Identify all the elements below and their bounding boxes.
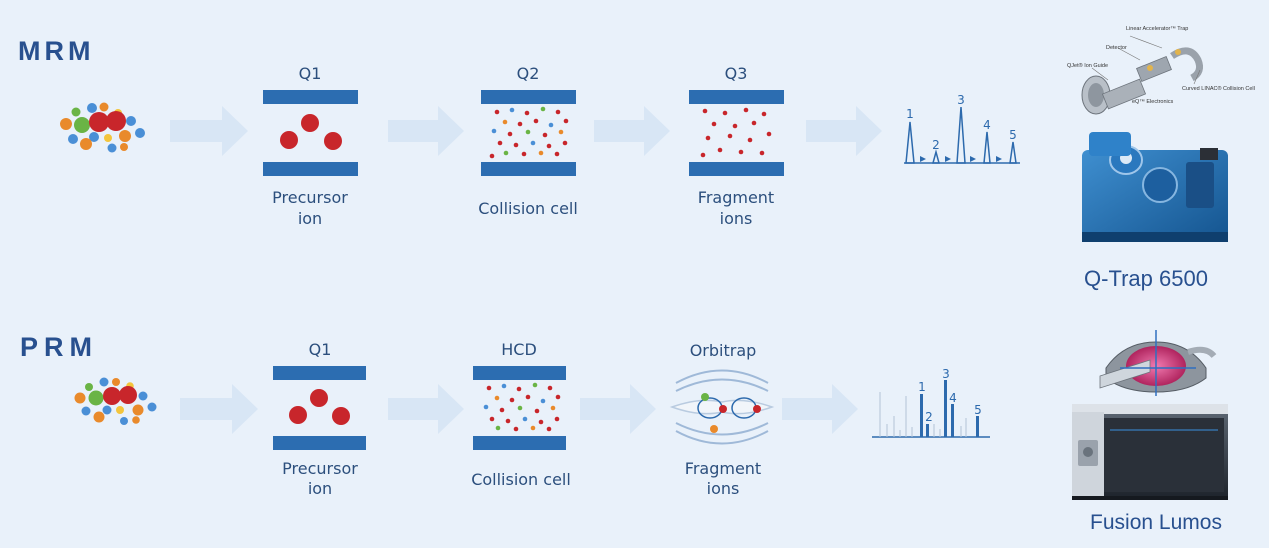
qtrap-label-detector: Detector [1106, 45, 1127, 51]
mrm-peak-label-1: 1 [906, 107, 914, 121]
mrm-peak-label-3: 3 [957, 93, 965, 107]
mrm-precursor-ions [280, 114, 342, 150]
prm-collision-ions [483, 382, 561, 432]
mrm-q1-top-bar [263, 90, 358, 104]
mrm-arrow-1 [170, 106, 248, 156]
mrm-arrow-3 [594, 106, 670, 156]
qtrap-instrument-image [1082, 132, 1228, 242]
mrm-peak-1 [905, 121, 915, 164]
prm-orbitrap-caption-line1: Fragment [685, 459, 761, 478]
mrm-peak-3 [956, 106, 966, 164]
prm-orbitrap-label: Orbitrap [690, 341, 757, 360]
qtrap-label-collision-cell: Curved LINAC® Collision Cell [1182, 85, 1255, 92]
prm-peak-3 [944, 380, 947, 437]
mrm-title: MRM [18, 36, 94, 66]
mrm-q3-top-bar [689, 90, 784, 104]
prm-hcd-top-bar [473, 366, 566, 380]
prm-hcd-bottom-bar [473, 436, 566, 450]
lumos-instrument-name: Fusion Lumos [1090, 511, 1222, 534]
lumos-instrument-image [1072, 404, 1228, 500]
mrm-peak-label-5: 5 [1009, 128, 1017, 142]
prm-precursor-ions [289, 389, 350, 425]
qtrap-label-electronics: eQ™ Electronics [1132, 99, 1174, 105]
prm-arrow-1 [180, 384, 258, 434]
qtrap-schematic: Linear Accelerator™ Trap Detector QJet® … [1067, 26, 1255, 115]
mrm-q3-caption-line1: Fragment [698, 188, 774, 207]
mrm-arrow-4 [806, 106, 882, 156]
mrm-q1-caption-line1: Precursor [272, 188, 348, 207]
qtrap-label-ion-guide: QJet® Ion Guide [1067, 62, 1108, 69]
mrm-collision-ions [489, 106, 569, 159]
mrm-peak-4 [983, 131, 991, 164]
mrm-arrow-2 [388, 106, 464, 156]
prm-orbitrap-caption-line2: ions [707, 479, 740, 498]
prm-ion-cloud [74, 377, 157, 425]
prm-q1-label: Q1 [309, 340, 332, 359]
prm-arrow-4 [782, 384, 858, 434]
prm-spectrum-minor-peaks [879, 392, 967, 437]
prm-hcd-label: HCD [501, 340, 537, 359]
mrm-ion-cloud [60, 102, 145, 153]
prm-spectrum: 1 2 3 4 5 [872, 367, 990, 438]
mrm-q2-caption: Collision cell [478, 199, 578, 218]
mrm-spectrum-marker [945, 156, 951, 162]
mrm-spectrum-marker [996, 156, 1002, 162]
prm-q1-caption-line2: ion [308, 479, 332, 498]
prm-peak-label-1: 1 [918, 380, 926, 394]
mrm-spectrum-marker [920, 156, 926, 162]
mrm-peak-5 [1009, 141, 1017, 164]
prm-peak-1 [920, 394, 923, 437]
prm-hcd-caption: Collision cell [471, 470, 571, 489]
prm-peak-label-4: 4 [949, 391, 957, 405]
prm-peak-5 [976, 416, 979, 437]
prm-peak-4 [951, 404, 954, 437]
mrm-peak-label-4: 4 [983, 118, 991, 132]
prm-peak-label-5: 5 [974, 403, 982, 417]
mrm-q1-bottom-bar [263, 162, 358, 176]
mrm-spectrum-marker [970, 156, 976, 162]
prm-peak-label-3: 3 [942, 367, 950, 381]
mrm-q2-top-bar [481, 90, 576, 104]
mrm-q3-label: Q3 [725, 64, 748, 83]
qtrap-label-trap: Linear Accelerator™ Trap [1126, 26, 1188, 32]
prm-title: PRM [20, 332, 98, 362]
mrm-q1-caption-line2: ion [298, 209, 322, 228]
mrm-q2-bottom-bar [481, 162, 576, 176]
lumos-trap-image [1099, 330, 1217, 396]
qtrap-instrument-name: Q-Trap 6500 [1084, 266, 1208, 291]
prm-q1-caption-line1: Precursor [282, 459, 358, 478]
mrm-q1-label: Q1 [299, 64, 322, 83]
prm-peak-2 [926, 424, 929, 437]
prm-arrow-3 [580, 384, 656, 434]
mrm-spectrum: 1 2 3 4 5 [904, 93, 1020, 164]
mrm-fragment-ions [700, 107, 772, 158]
mrm-q3-bottom-bar [689, 162, 784, 176]
prm-q1-top-bar [273, 366, 366, 380]
orbitrap-trap [669, 369, 775, 445]
mrm-q3-caption-line2: ions [720, 209, 753, 228]
prm-peak-label-2: 2 [925, 410, 933, 424]
mrm-peak-2 [932, 149, 940, 164]
prm-arrow-2 [388, 384, 464, 434]
mrm-q2-label: Q2 [517, 64, 540, 83]
prm-q1-bottom-bar [273, 436, 366, 450]
mrm-peak-label-2: 2 [932, 138, 940, 152]
